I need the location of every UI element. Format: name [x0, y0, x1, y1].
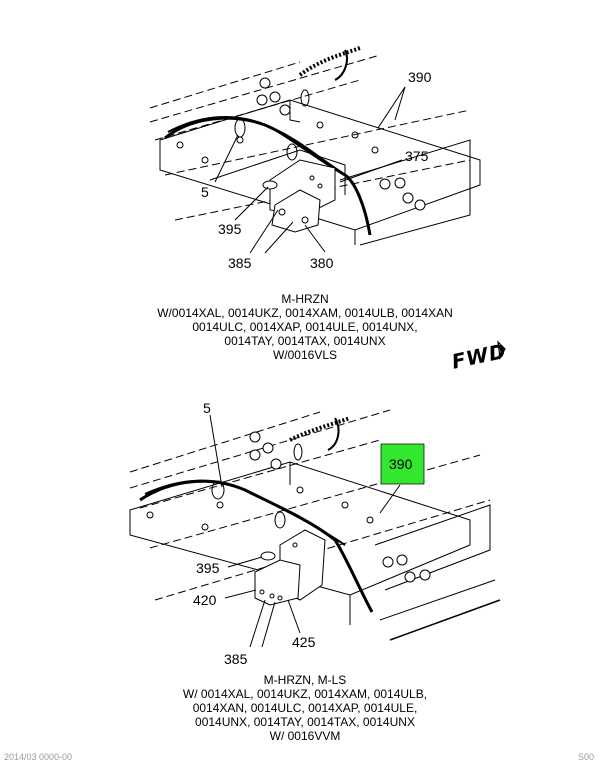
bottom-caption-line: W/ 0016VVM	[269, 729, 341, 743]
callout-390-bottom: 390	[389, 456, 413, 472]
footer-page: S00	[578, 752, 595, 762]
top-caption-line: M-HRZN	[281, 292, 329, 306]
top-caption: M-HRZN W/0014XAL, 0014UKZ, 0014XAM, 0014…	[105, 292, 505, 362]
callout-385-bottom: 385	[224, 651, 248, 667]
callout-390-top: 390	[408, 69, 432, 85]
callout-5-bottom: 5	[203, 400, 211, 416]
callout-395-bottom: 395	[196, 560, 220, 576]
top-callouts: 390 375 5 395 385 380	[201, 69, 432, 271]
callout-5-top: 5	[201, 184, 209, 200]
bottom-caption: M-HRZN, M-LS W/ 0014XAL, 0014UKZ, 0014XA…	[105, 673, 505, 743]
forward-arrow-icon	[497, 340, 506, 360]
top-caption-line: W/0016VLS	[272, 348, 338, 362]
callout-390-highlight	[380, 443, 425, 485]
callout-380: 380	[310, 255, 334, 271]
top-caption-line: 0014ULC, 0014XAP, 0014ULE, 0014UNX,	[192, 320, 418, 334]
top-caption-line: 0014TAY, 0014TAX, 0014UNX	[224, 334, 386, 348]
top-caption-line: W/0014XAL, 0014UKZ, 0014XAM, 0014ULB, 00…	[157, 306, 453, 320]
footer-date: 2014/03 0000-00	[4, 752, 73, 762]
callout-395-top: 395	[218, 221, 242, 237]
callout-385-top: 385	[228, 255, 252, 271]
bottom-caption-line: 0014XAN, 0014ULC, 0014XAP, 0014ULE,	[192, 701, 418, 715]
bottom-callouts: 5 390 395 420 425 385	[193, 400, 413, 667]
callout-425: 425	[292, 634, 316, 650]
bottom-caption-line: W/ 0014XAL, 0014UKZ, 0014XAM, 0014ULB,	[182, 687, 428, 701]
bottom-assembly-illustration	[129, 409, 501, 648]
callout-375: 375	[405, 148, 429, 164]
callout-420: 420	[193, 592, 217, 608]
top-assembly-illustration	[149, 46, 481, 254]
bottom-caption-line: 0014UNX, 0014TAY, 0014TAX, 0014UNX	[195, 715, 415, 729]
bottom-caption-line: M-HRZN, M-LS	[263, 673, 347, 687]
